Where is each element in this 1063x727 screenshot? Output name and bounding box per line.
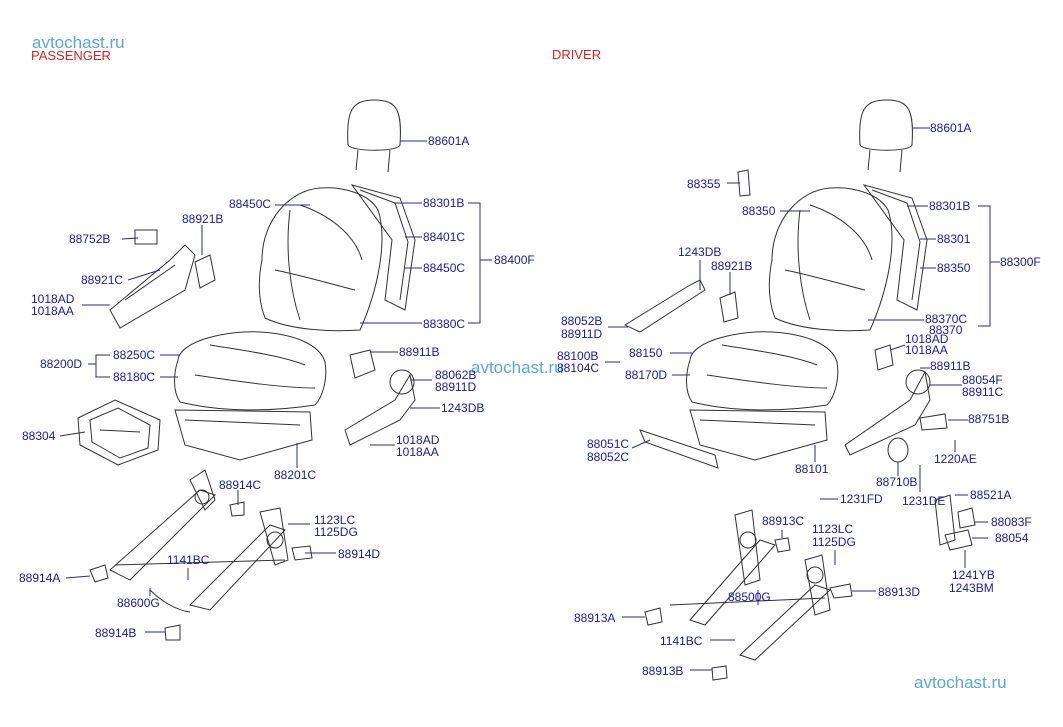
part-label[interactable]: 88913C [762,514,805,528]
driver-header: DRIVER [552,47,602,62]
part-label[interactable]: 88914C [219,478,262,492]
part-label[interactable]: 1018AA [905,343,948,357]
part-label[interactable]: 88913A [574,611,616,625]
part-label[interactable]: 88921B [711,259,753,273]
part-label[interactable]: 1241YB [952,568,995,582]
part-label[interactable]: 1018AA [396,445,439,459]
part-label[interactable]: 88601A [930,121,972,135]
part-label[interactable]: 88370C [925,312,968,326]
part-label[interactable]: 88400F [494,253,535,267]
part-label[interactable]: 88101 [795,462,829,476]
part-label[interactable]: 1243BM [949,581,994,595]
passenger-header: PASSENGER [31,48,111,63]
part-label[interactable]: 88370 [929,323,963,337]
part-label[interactable]: 88911B [930,359,971,373]
part-label[interactable]: 1220AE [934,452,977,466]
watermark-bottom-right: avtochast.ru [914,673,1007,692]
part-label[interactable]: 88180C [113,370,156,384]
part-label[interactable]: 88913D [878,585,921,599]
part-label[interactable]: 88150 [629,346,663,360]
part-label[interactable]: 88913B [642,664,684,678]
part-label[interactable]: 1125DG [812,535,856,549]
part-label[interactable]: 1125DG [314,525,358,539]
part-label[interactable]: 88350 [937,261,971,275]
part-label[interactable]: 1123LC [314,513,356,527]
part-label[interactable]: 88300F [1000,255,1041,269]
part-label[interactable]: 88521A [970,488,1012,502]
part-label[interactable]: 88104C [557,361,600,375]
part-label[interactable]: 88062B [435,368,477,382]
part-label[interactable]: 1141BC [660,634,703,648]
part-label[interactable]: 88170D [625,368,668,382]
part-label[interactable]: 88751B [968,412,1010,426]
part-label[interactable]: 1018AD [31,292,75,306]
part-label[interactable]: 88052C [587,450,630,464]
part-label[interactable]: 1231DE [902,494,946,508]
part-label[interactable]: 88054F [962,373,1003,387]
part-label[interactable]: 88083F [991,515,1032,529]
part-label[interactable]: 88600G [117,596,160,610]
part-label[interactable]: 1018AD [396,433,440,447]
part-label[interactable]: 88051C [587,437,630,451]
part-label[interactable]: 88401C [423,230,466,244]
part-label[interactable]: 88710B [876,475,918,489]
part-label[interactable]: 88201C [274,468,317,482]
part-label[interactable]: 1243DB [678,245,722,259]
part-label[interactable]: 88350 [742,204,776,218]
part-label[interactable]: 88301 [937,232,971,246]
part-label[interactable]: 88355 [687,177,721,191]
part-label[interactable]: 88921C [81,273,124,287]
part-label[interactable]: 88911D [435,380,477,394]
part-label[interactable]: 88914B [95,626,137,640]
part-label[interactable]: 88911B [399,345,440,359]
watermark-center: avtochast.ru [471,358,564,377]
part-label[interactable]: 88752B [69,232,111,246]
part-label[interactable]: 88304 [22,429,56,443]
part-label[interactable]: 88100B [557,349,599,363]
part-label[interactable]: 88200D [40,357,83,371]
part-label[interactable]: 88911D [561,327,603,341]
part-label[interactable]: 1123LC [812,522,854,536]
part-label[interactable]: 88301B [929,199,971,213]
part-label[interactable]: 88450C [423,261,466,275]
part-label[interactable]: 1018AA [31,304,74,318]
part-label[interactable]: 88450C [229,197,272,211]
part-label[interactable]: 1243DB [441,401,485,415]
part-label[interactable]: 88914D [338,547,381,561]
part-label[interactable]: 1018AD [905,332,949,346]
part-label[interactable]: 88054 [995,531,1029,545]
part-label[interactable]: 88250C [113,348,156,362]
part-label[interactable]: 88921B [182,212,224,226]
part-label[interactable]: 88500G [728,590,771,604]
part-label[interactable]: 1141BC [167,553,210,567]
part-label[interactable]: 88052B [561,314,603,328]
part-label[interactable]: 88911C [962,385,1004,399]
part-label[interactable]: 1231FD [840,492,883,506]
part-label[interactable]: 88914A [19,571,61,585]
part-label[interactable]: 88601A [428,134,470,148]
part-label[interactable]: 88380C [423,317,466,331]
watermark-top-left: avtochast.ru [32,33,125,52]
part-label[interactable]: 88301B [423,196,465,210]
